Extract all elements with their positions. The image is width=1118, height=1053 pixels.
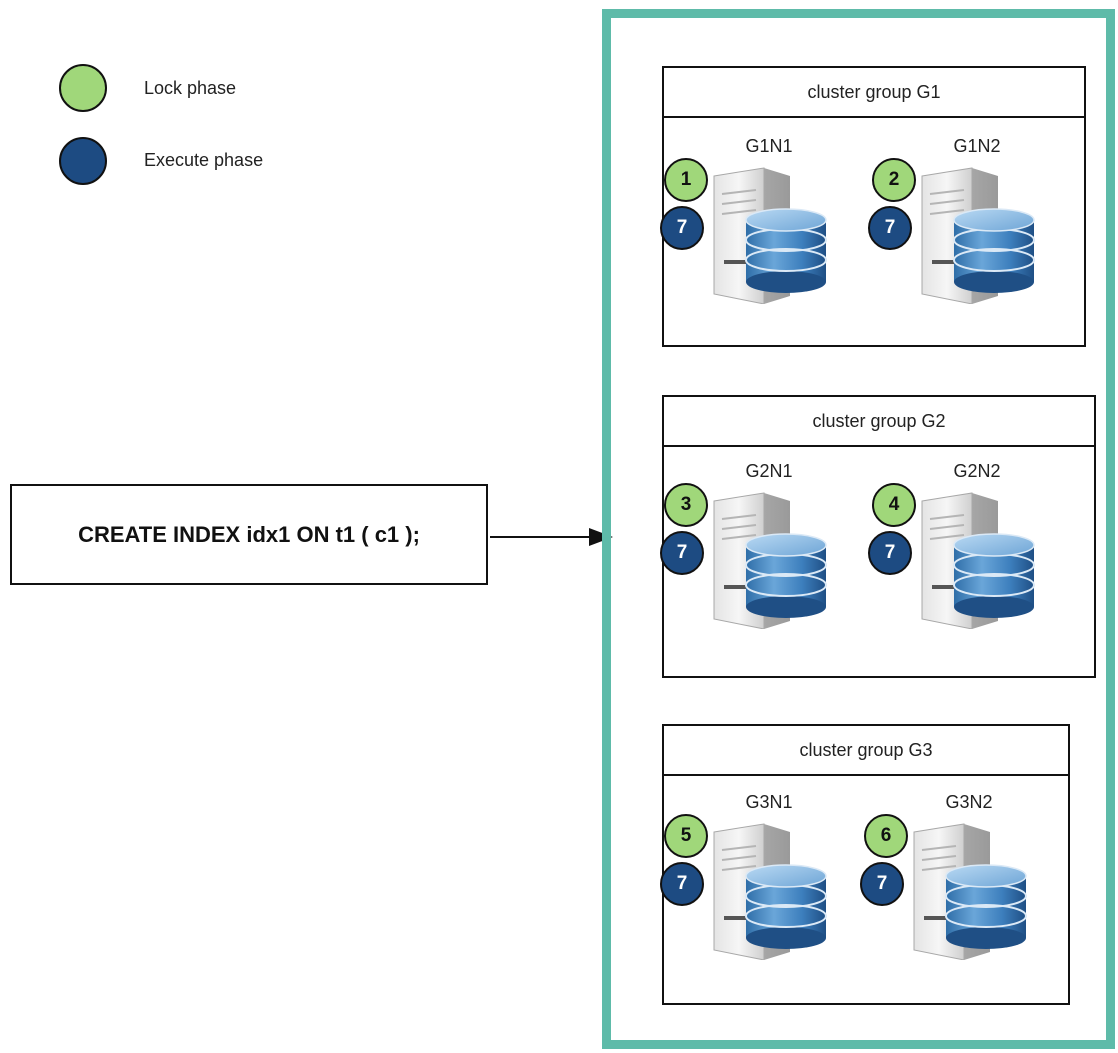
database-icon <box>953 533 1035 618</box>
node-name: G3N1 <box>745 792 793 812</box>
database-icon <box>745 208 827 293</box>
arrow-line <box>490 536 590 538</box>
node-name: G3N2 <box>945 792 993 812</box>
database-icon <box>745 864 827 949</box>
sql-statement-text: CREATE INDEX idx1 ON t1 ( c1 ); <box>78 521 420 547</box>
cluster-group-g3: cluster group G3 G3N1 5 7 G3N2 <box>660 724 1070 1005</box>
node-g3n1: G3N1 5 7 <box>660 792 844 962</box>
lock-phase-badge: 5 <box>664 814 708 858</box>
execute-phase-legend-label: Execute phase <box>144 150 264 170</box>
cluster-group-title: cluster group G2 <box>664 397 1094 447</box>
node-g2n2: G2N2 4 7 <box>868 461 1052 631</box>
cluster-frame <box>602 9 1115 1049</box>
database-icon <box>745 533 827 618</box>
node-name: G1N1 <box>745 136 793 156</box>
execute-phase-badge: 7 <box>868 206 912 250</box>
cluster-group-g1: cluster group G1 G1N1 1 7 G1N2 <box>660 66 1086 347</box>
lock-phase-badge: 1 <box>664 158 708 202</box>
cluster-group-g2: cluster group G2 G2N1 3 7 G2N2 <box>660 395 1096 678</box>
cluster-group-title: cluster group G3 <box>664 726 1068 776</box>
execute-phase-badge: 7 <box>868 531 912 575</box>
execute-phase-legend-dot <box>59 137 107 185</box>
node-g1n1: G1N1 1 7 <box>660 136 844 306</box>
sql-statement-box: CREATE INDEX idx1 ON t1 ( c1 ); <box>10 484 488 585</box>
node-name: G1N2 <box>953 136 1001 156</box>
node-name: G2N2 <box>953 461 1001 481</box>
lock-phase-legend-dot <box>59 64 107 112</box>
node-g3n2: G3N2 6 7 <box>860 792 1044 962</box>
execute-phase-badge: 7 <box>660 862 704 906</box>
database-icon <box>953 208 1035 293</box>
lock-phase-badge: 2 <box>872 158 916 202</box>
database-icon <box>945 864 1027 949</box>
lock-phase-badge: 6 <box>864 814 908 858</box>
execute-phase-badge: 7 <box>660 531 704 575</box>
node-g2n1: G2N1 3 7 <box>660 461 844 631</box>
lock-phase-badge: 3 <box>664 483 708 527</box>
lock-phase-badge: 4 <box>872 483 916 527</box>
node-g1n2: G1N2 2 7 <box>868 136 1052 306</box>
execute-phase-badge: 7 <box>660 206 704 250</box>
node-name: G2N1 <box>745 461 793 481</box>
execute-phase-badge: 7 <box>860 862 904 906</box>
lock-phase-legend-label: Lock phase <box>144 78 237 98</box>
cluster-group-title: cluster group G1 <box>664 68 1084 118</box>
